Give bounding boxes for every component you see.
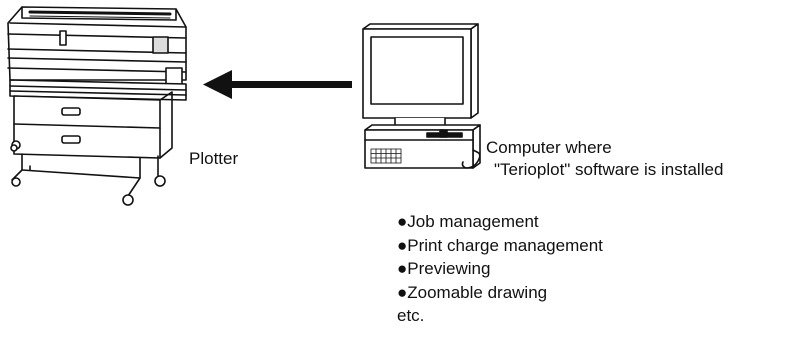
arrow-left-icon bbox=[203, 70, 352, 99]
feature-item: etc. bbox=[397, 306, 425, 325]
feature-item: ●Job management bbox=[397, 212, 539, 231]
plotter-label: Plotter bbox=[189, 149, 239, 168]
plotter-icon bbox=[7, 6, 187, 206]
computer-label: Computer where "Terioplot" software is i… bbox=[486, 137, 723, 181]
feature-item: ●Print charge management bbox=[397, 235, 603, 255]
computer-label-line2: "Terioplot" software is installed bbox=[494, 160, 724, 179]
feature-list: ●Job management ●Print charge management… bbox=[397, 210, 603, 328]
feature-item: ●Zoomable drawing bbox=[397, 282, 548, 302]
computer-icon bbox=[362, 23, 481, 169]
feature-item: ●Previewing bbox=[397, 259, 491, 278]
computer-label-line1: Computer where bbox=[486, 138, 612, 157]
